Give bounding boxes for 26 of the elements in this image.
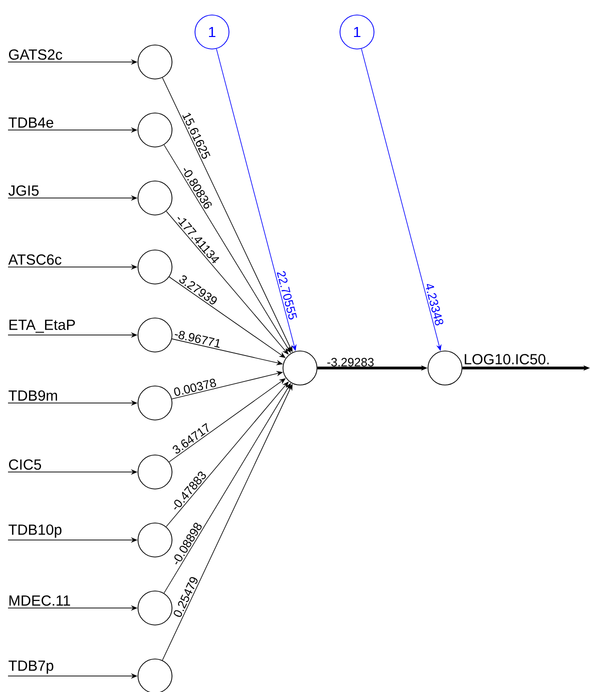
neuron-circle xyxy=(138,112,172,148)
neuron-circle xyxy=(428,350,462,386)
variable-label: TDB7p xyxy=(8,660,54,674)
neuron-circle xyxy=(138,454,172,490)
neuron-circle xyxy=(138,44,172,80)
variable-label: ATSC6c xyxy=(8,254,62,265)
neuron-circle xyxy=(138,590,172,626)
neuron-circle xyxy=(138,386,172,420)
variable-label: JGI5 xyxy=(8,185,39,196)
edge-label: -3.29283 xyxy=(327,358,374,366)
neuron-circle xyxy=(282,350,318,386)
neuron-circle xyxy=(138,250,172,284)
neuron-circle xyxy=(138,318,172,352)
output-label: LOG10.IC50. xyxy=(464,354,549,364)
neuron-circle xyxy=(138,180,172,216)
variable-label: ETA_EtaP xyxy=(9,320,75,333)
variable-label: CIC5 xyxy=(9,459,42,470)
neuron-circle xyxy=(138,522,172,558)
variable-label: TDB10p xyxy=(8,524,62,538)
variable-label: GATS2c xyxy=(9,49,62,60)
edge-label: 0.00378 xyxy=(174,378,216,396)
edge-label: -8.96771 xyxy=(174,330,220,348)
variable-label: MDEC.11 xyxy=(9,595,70,606)
variable-label: TDB9m xyxy=(8,390,57,401)
variable-label: TDB4e xyxy=(8,118,54,128)
edge-label: 4.23348 xyxy=(426,284,444,326)
